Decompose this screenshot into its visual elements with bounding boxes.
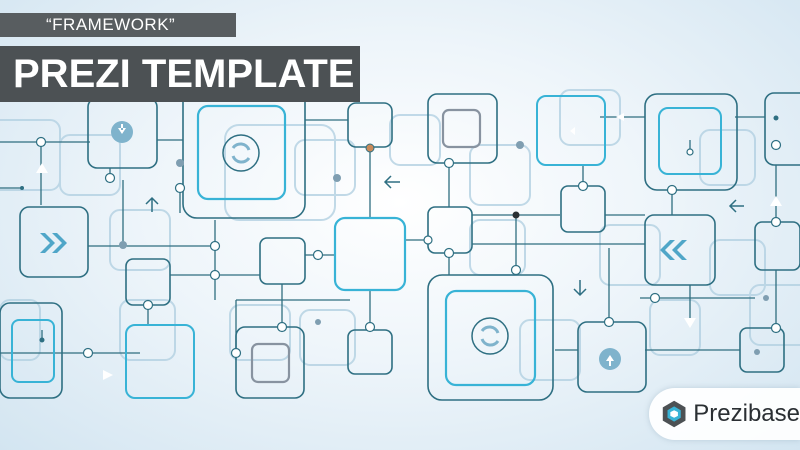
subtitle-label: “FRAMEWORK” xyxy=(0,13,236,37)
double-chevron-right-icon xyxy=(40,233,67,253)
arrow-up-circle-icon xyxy=(599,348,621,370)
prezibase-logo-icon xyxy=(662,400,686,428)
double-chevron-left-icon xyxy=(660,240,687,260)
arrow-left-icon xyxy=(383,175,744,213)
refresh-circle-icon xyxy=(471,317,509,355)
ghost-frames xyxy=(0,89,800,381)
node-icon xyxy=(39,115,779,343)
triangle-left-icon xyxy=(570,127,575,135)
refresh-circle-icon xyxy=(222,134,260,172)
brand-name: Prezibase xyxy=(693,400,800,427)
page-title: PREZI TEMPLATE xyxy=(0,46,360,102)
arrow-down-circle-icon xyxy=(111,121,133,143)
connector-nodes xyxy=(20,136,782,359)
direction-markers xyxy=(36,113,782,380)
arrow-up-icon xyxy=(145,196,159,212)
arrow-down-icon xyxy=(573,280,587,297)
brand-badge[interactable]: Prezibase xyxy=(649,388,800,440)
